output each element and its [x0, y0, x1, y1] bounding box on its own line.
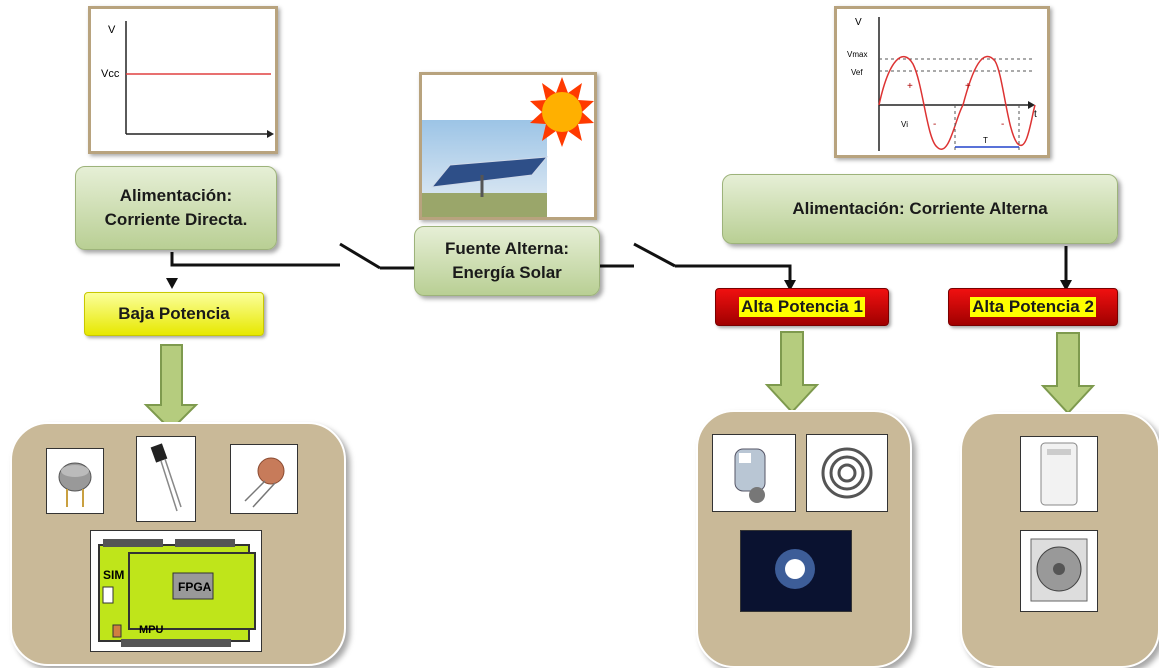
ac-supply-box[interactable]: Alimentación: Corriente Alterna	[722, 174, 1118, 244]
ac-vef-label: Vef	[851, 68, 863, 77]
ac-plus-1: +	[907, 81, 913, 92]
board-fpga-label: FPGA	[178, 580, 212, 594]
photoresistor-image	[230, 444, 298, 514]
high-power-1-box[interactable]: Alta Potencia 1	[715, 288, 889, 326]
solar-scene-svg	[422, 77, 594, 217]
led-light-image	[740, 530, 852, 612]
board-sim-label: SIM	[103, 568, 124, 582]
solar-panel-image	[419, 72, 597, 220]
ac-x-axis-label: t	[1034, 109, 1037, 120]
dehumidifier-image	[1020, 436, 1098, 512]
dc-voltage-graph: V Vcc	[88, 6, 278, 154]
ac-period-label: T	[983, 136, 988, 145]
ac-minus-2: -	[1001, 119, 1004, 130]
ac-minus-1: -	[933, 119, 936, 130]
ac-y-axis-label: V	[855, 17, 862, 28]
high-power-2-box[interactable]: Alta Potencia 2	[948, 288, 1118, 326]
low-power-box[interactable]: Baja Potencia	[84, 292, 264, 336]
heating-coil-image	[806, 434, 888, 512]
gas-sensor-image	[46, 448, 104, 514]
ac-plus-2: +	[965, 81, 971, 92]
dc-supply-box[interactable]: Alimentación: Corriente Directa.	[75, 166, 277, 250]
ac-vmax-label: Vmax	[847, 50, 867, 59]
ac-voltage-graph: V t Vmax Vef Vi T + + - -	[834, 6, 1050, 158]
dc-vcc-label: Vcc	[101, 68, 120, 80]
dc-y-axis-label: V	[108, 24, 116, 36]
ac-vi-label: Vi	[901, 120, 908, 129]
sun-icon	[530, 77, 594, 147]
pump-motor-image	[712, 434, 796, 512]
temperature-sensor-image	[136, 436, 196, 522]
board-mpu-label: MPU	[139, 624, 164, 636]
dc-graph-svg: V Vcc	[101, 21, 274, 138]
solar-source-box[interactable]: Fuente Alterna: Energía Solar	[414, 226, 600, 296]
high-power-1-label: Alta Potencia 1	[739, 297, 865, 317]
box-fan-image	[1020, 530, 1098, 612]
high-power-2-label: Alta Potencia 2	[970, 297, 1096, 317]
fpga-board-image: SIM FPGA MPU	[90, 530, 262, 652]
ac-graph-svg: V t Vmax Vef Vi T + + - -	[847, 17, 1037, 151]
